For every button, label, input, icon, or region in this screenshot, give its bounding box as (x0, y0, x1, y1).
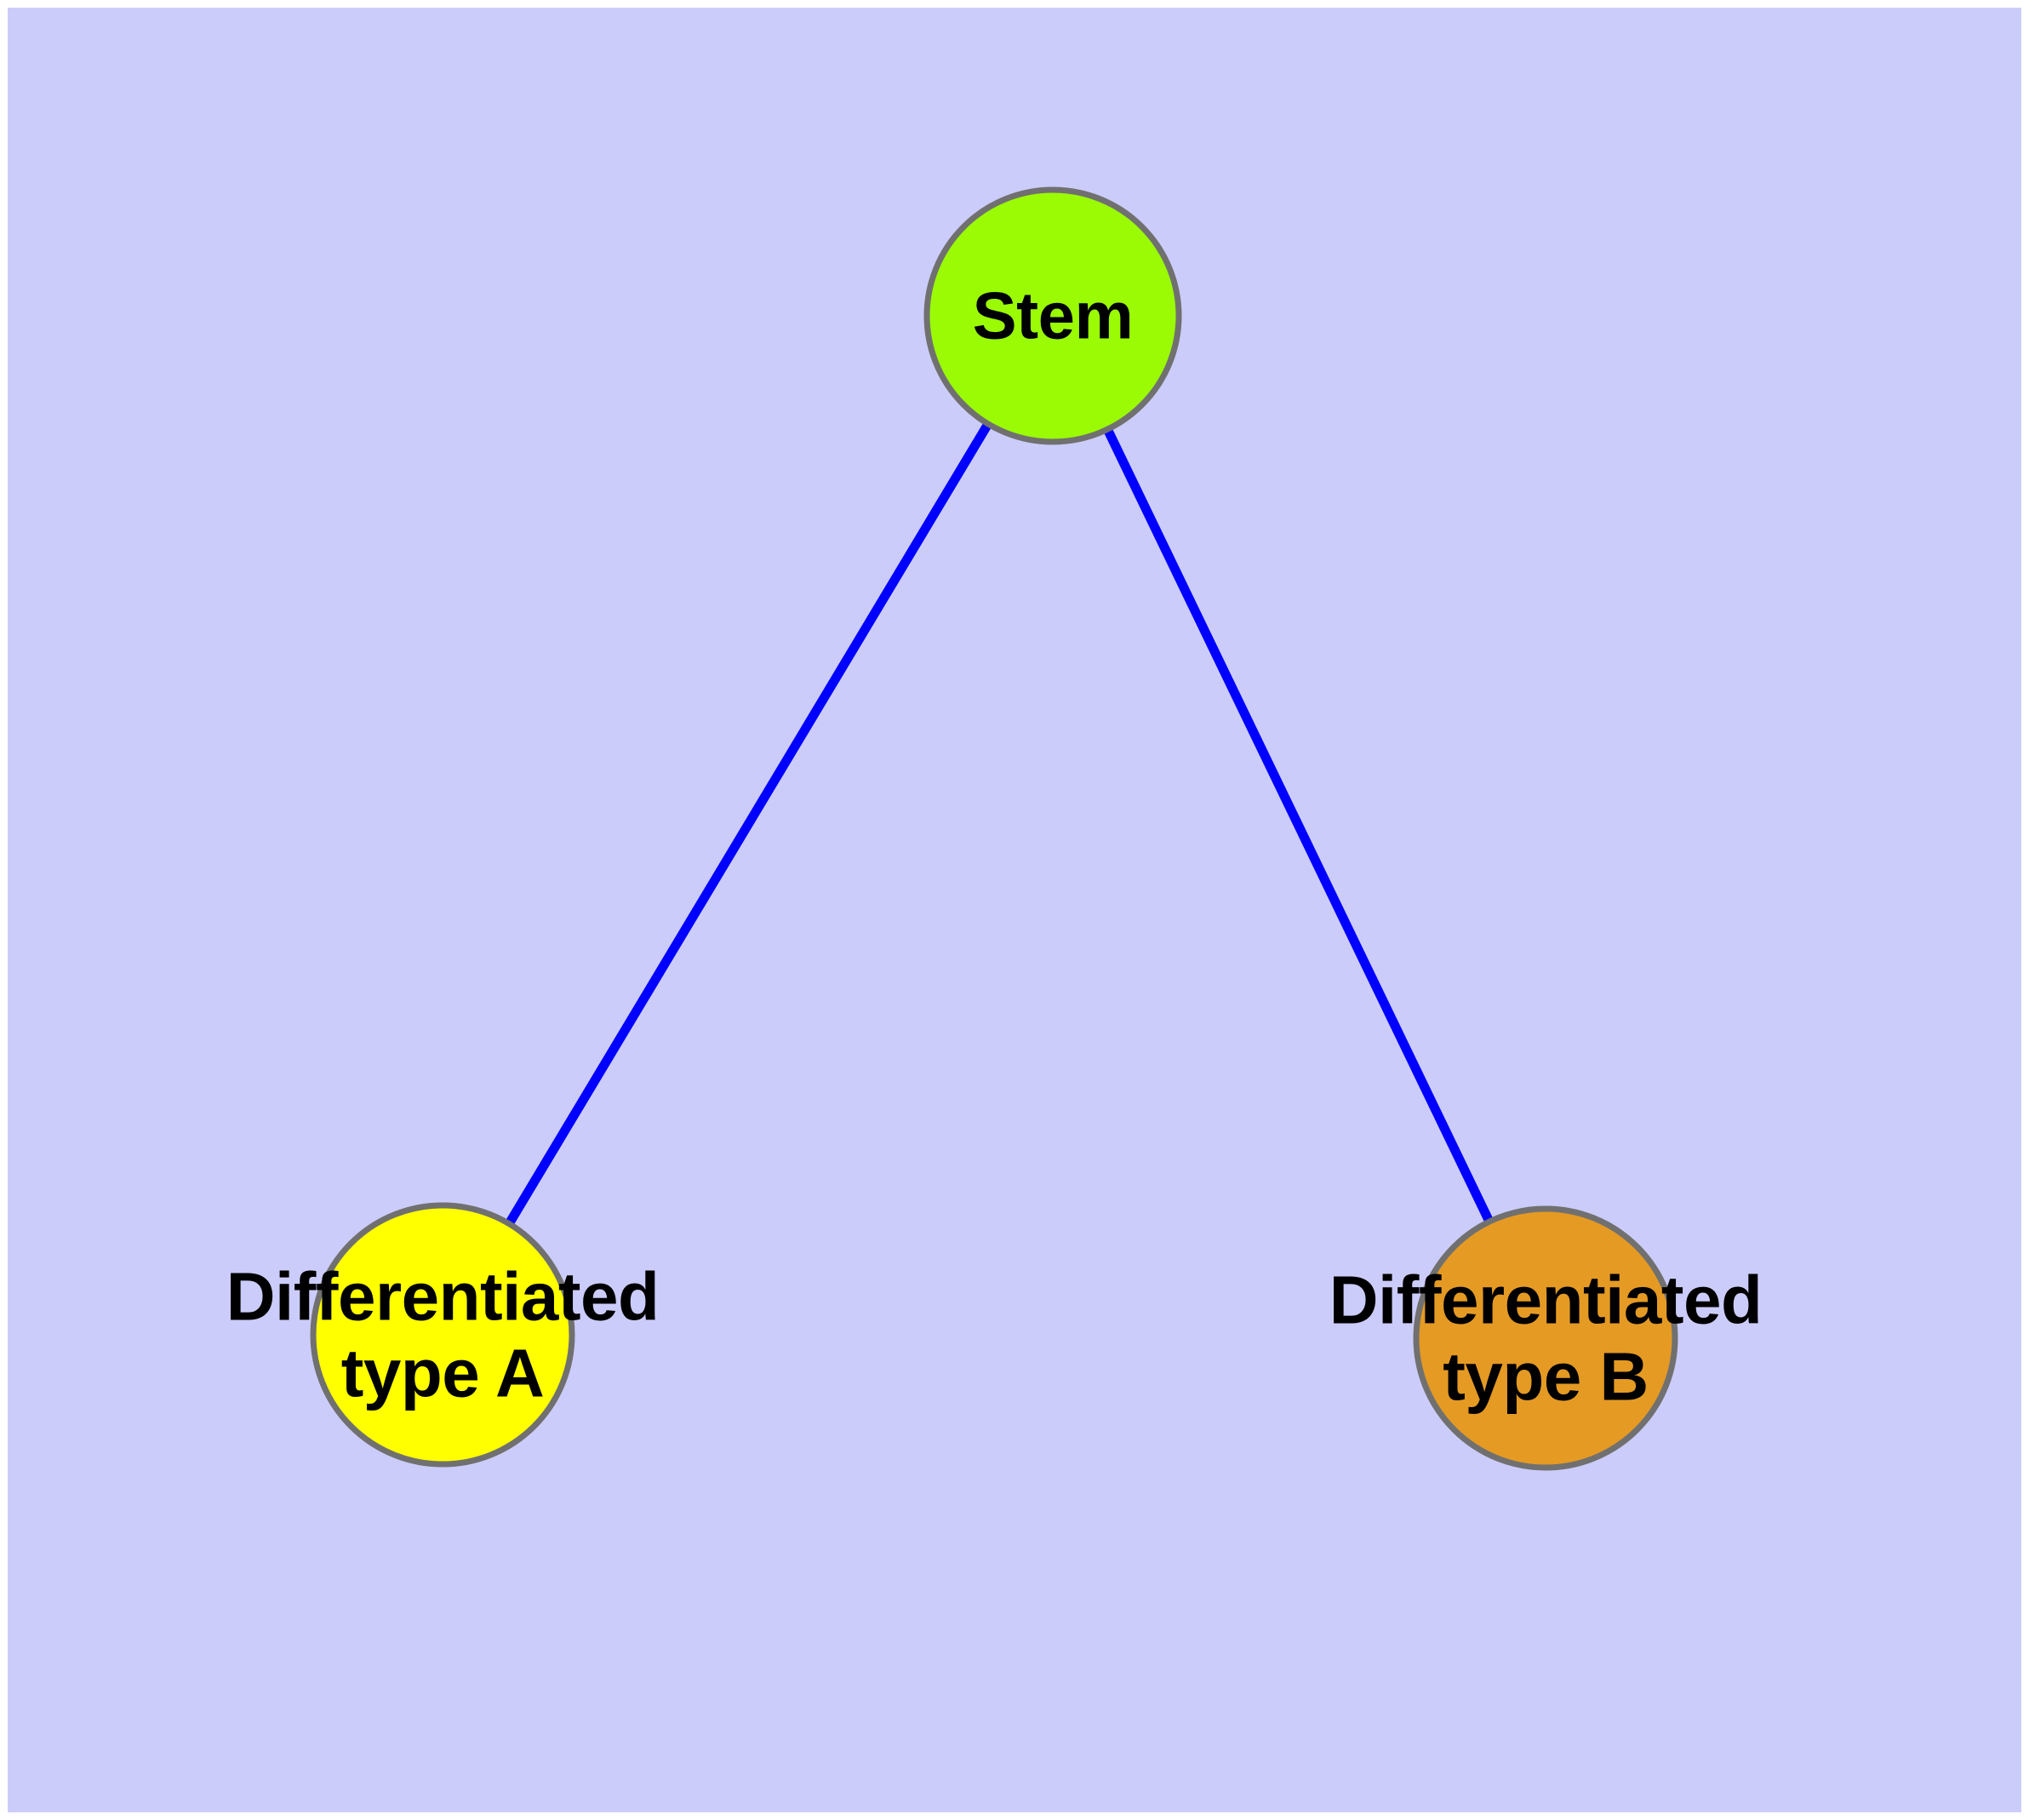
graph-edge-stem-diff_b (1049, 313, 1550, 1341)
node-layer (310, 186, 1678, 1471)
graph-svg (310, 186, 1678, 1471)
graph-node-stem[interactable] (923, 186, 1182, 445)
graph-node-diff_a[interactable] (310, 1202, 575, 1468)
edge-layer (438, 313, 1550, 1341)
graph-node-diff_b[interactable] (1413, 1205, 1678, 1471)
graph-edge-stem-diff_a (438, 313, 1057, 1337)
